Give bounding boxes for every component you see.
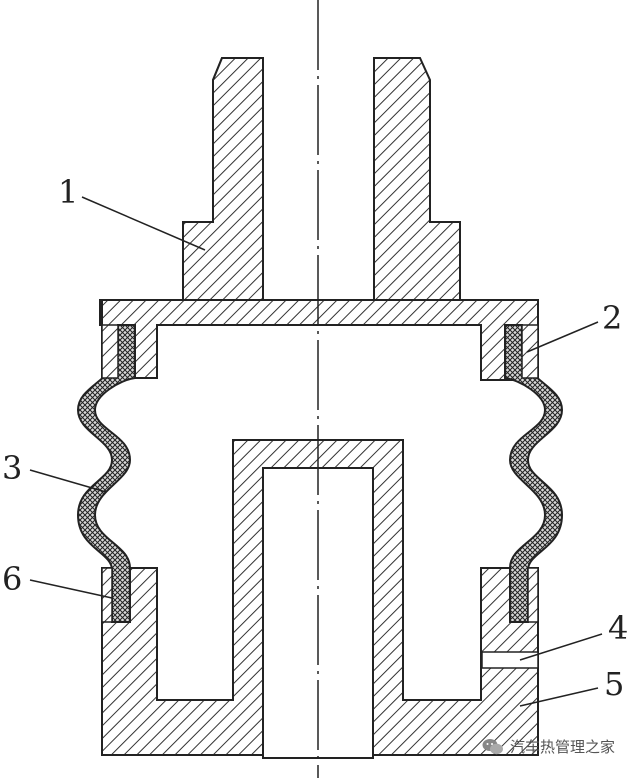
callout-5: 5: [604, 665, 625, 703]
leader-lines: [29, 196, 603, 707]
callout-1: 1: [58, 173, 79, 211]
callout-3: 3: [2, 449, 23, 487]
wechat-icon: [482, 738, 503, 754]
watermark-text: 汽车热管理之家: [510, 738, 616, 756]
clamp-sleeves: [101, 324, 539, 623]
callout-4: 4: [608, 609, 629, 647]
upper-connector-part-1: [99, 57, 539, 381]
callout-6: 6: [2, 560, 23, 598]
vent-hole-part-4: [481, 651, 539, 669]
lower-cup-part-5: [101, 439, 539, 759]
watermark: 汽车热管理之家: [482, 736, 615, 757]
callout-2: 2: [602, 299, 623, 337]
